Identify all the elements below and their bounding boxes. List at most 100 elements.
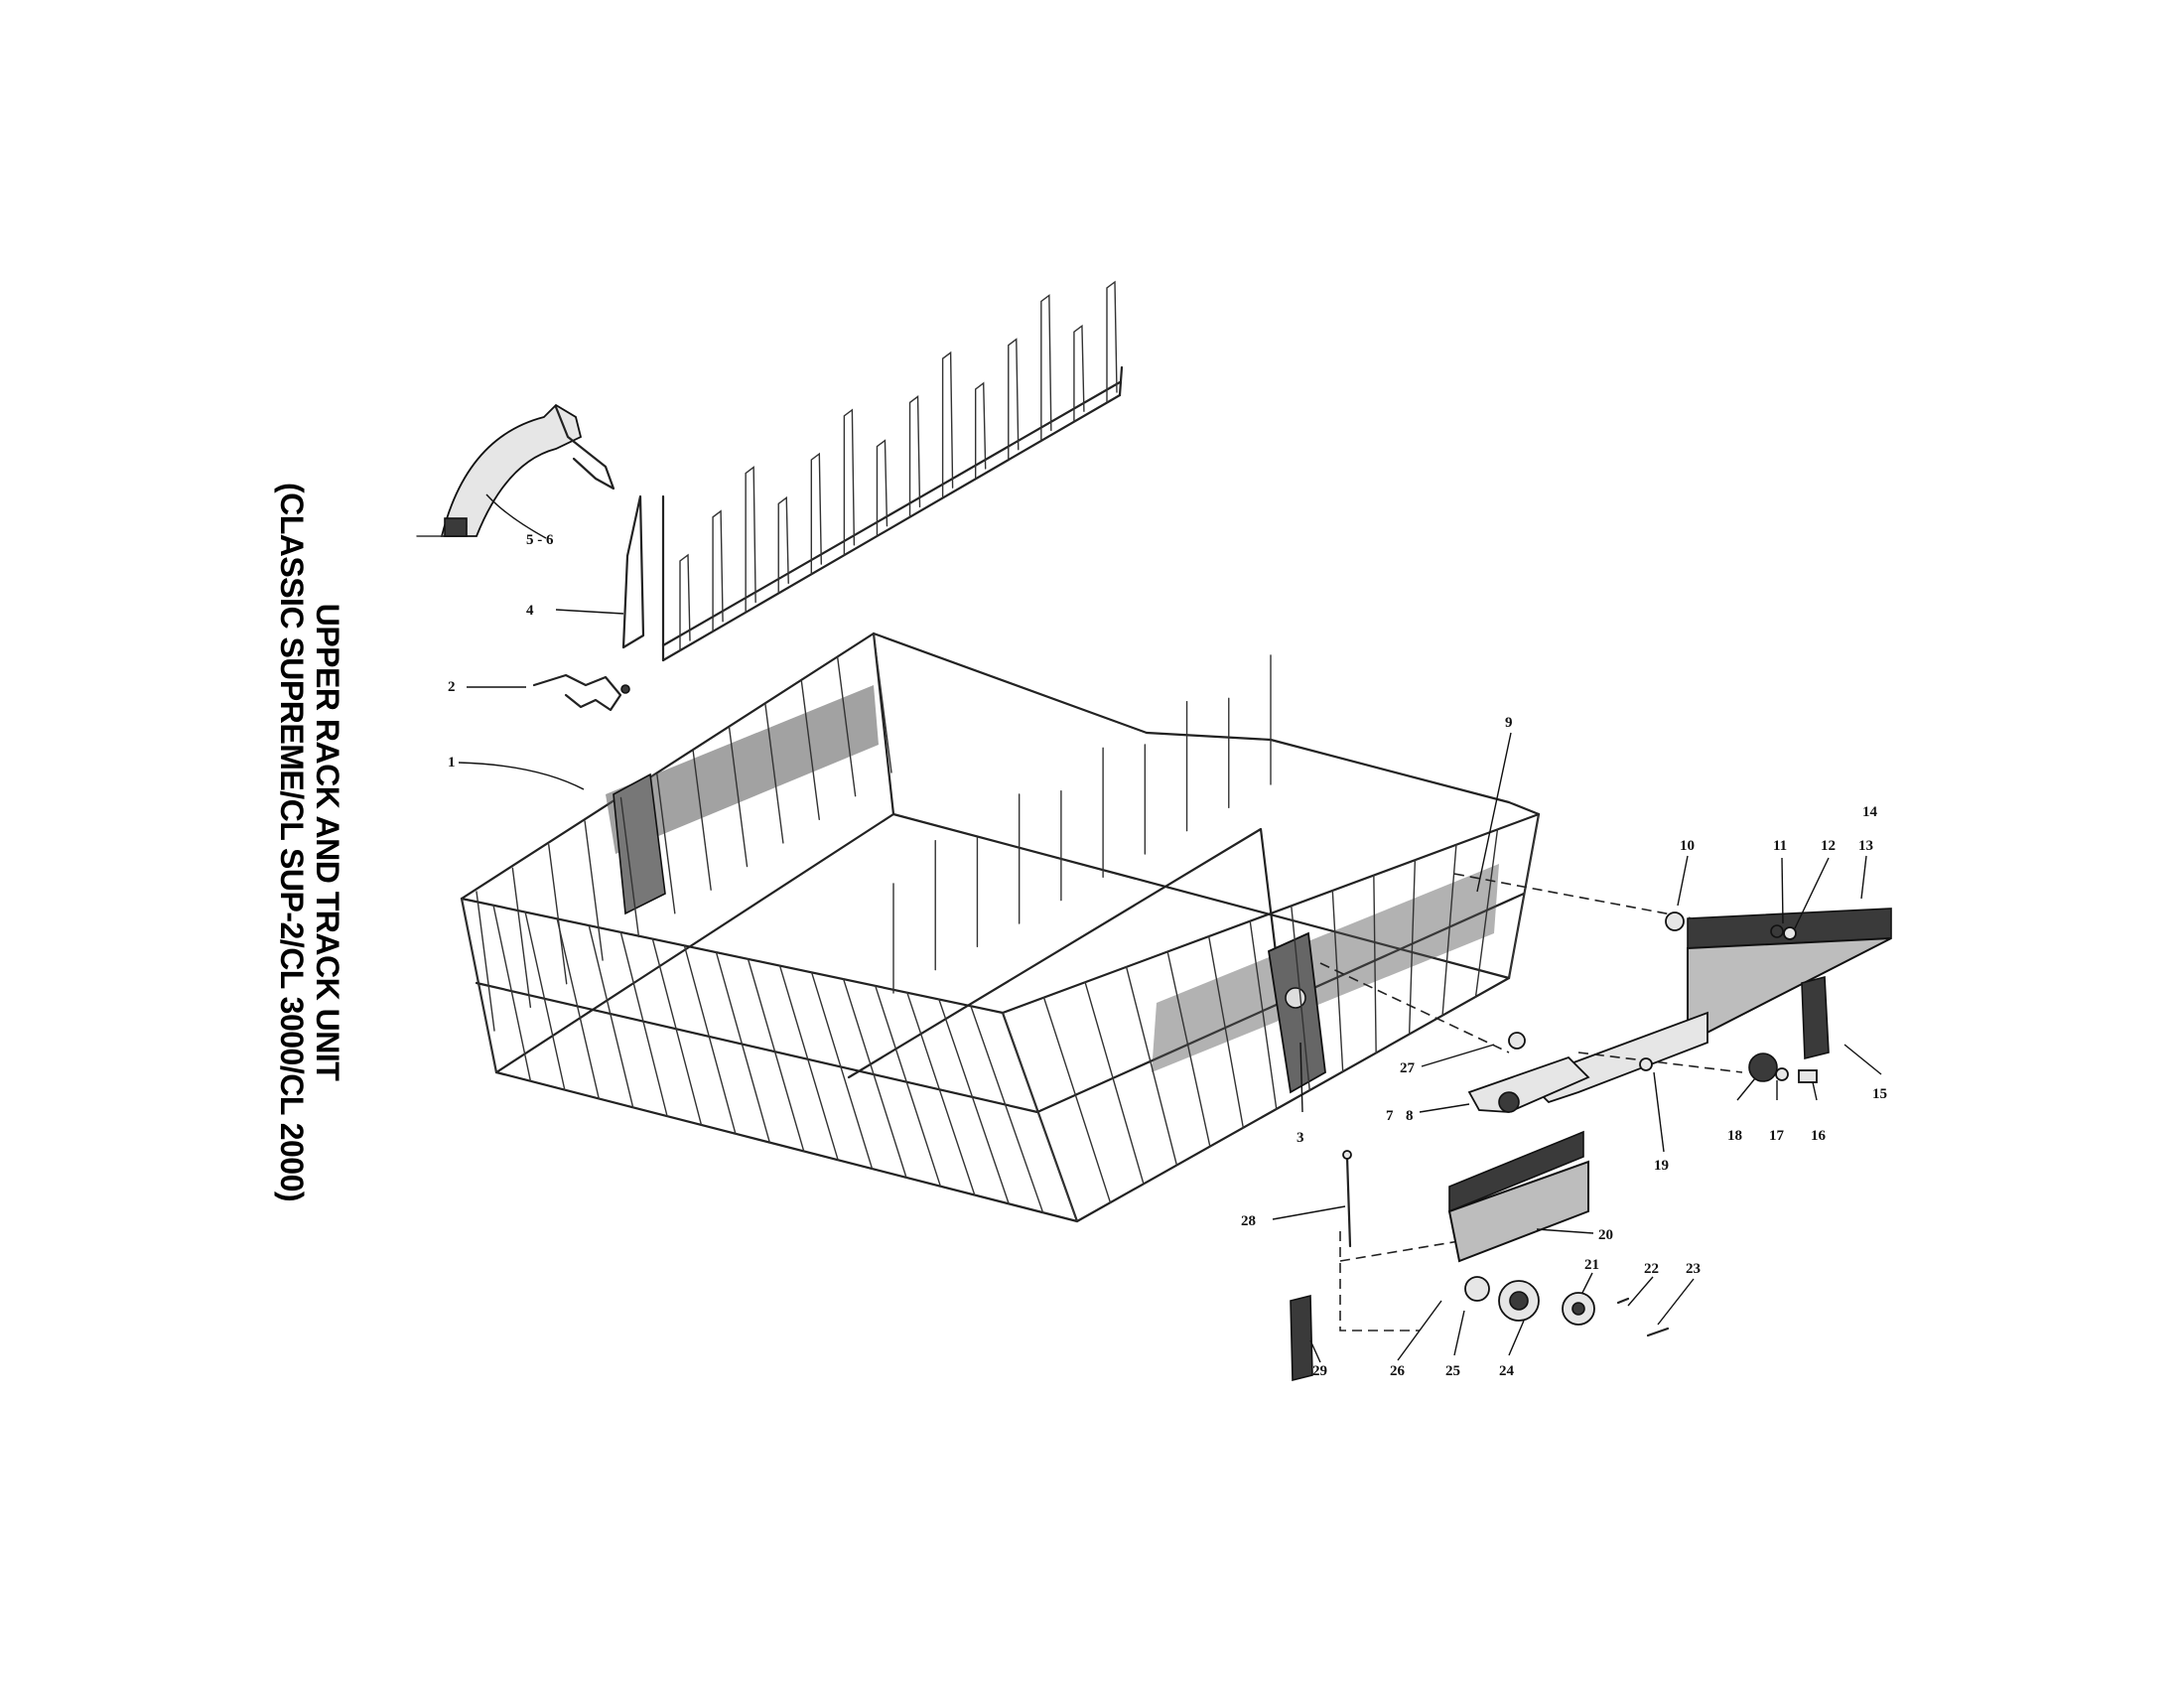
basket-back-wire — [692, 750, 712, 891]
part-shelf-end-wire — [621, 494, 645, 649]
shelf-tine — [876, 439, 888, 537]
basket-back-wire — [764, 703, 784, 844]
callout-14: 14 — [1862, 804, 1878, 820]
basket-front-wire — [810, 971, 874, 1170]
part-small-bracket — [532, 673, 630, 712]
shelf-tine — [1008, 338, 1020, 461]
basket-back-wire — [619, 796, 640, 938]
basket-back-wire — [836, 655, 857, 797]
part-tine-rack — [661, 280, 1124, 662]
basket-side-wire — [1249, 919, 1278, 1110]
callout-21: 21 — [1584, 1257, 1599, 1273]
basket-front-wire — [461, 898, 497, 1073]
part-wheel-assembly — [1464, 1276, 1670, 1337]
callout-24: 24 — [1499, 1363, 1515, 1379]
callout-16: 16 — [1811, 1128, 1827, 1144]
callout-9: 9 — [1505, 715, 1513, 731]
callout-23: 23 — [1686, 1261, 1701, 1277]
basket-front-wire — [778, 964, 839, 1161]
shelf-tine — [777, 495, 789, 595]
basket-front-wire — [715, 951, 770, 1144]
basket-side-wire — [1125, 966, 1178, 1167]
shelf-tine — [1040, 294, 1052, 442]
assembly-guide-lines — [1319, 873, 1743, 1332]
shelf-tine — [745, 466, 756, 614]
part-upper-rack-basket — [460, 632, 1541, 1223]
basket-back-wire — [476, 891, 495, 1032]
basket-front-wire — [747, 958, 805, 1153]
part-track-stop-bracket — [1801, 975, 1830, 1060]
basket-side-wire — [1207, 935, 1245, 1129]
basket-front-wire — [588, 924, 634, 1108]
basket-front-wire — [524, 911, 566, 1091]
callout-17: 17 — [1769, 1128, 1785, 1144]
part-rack-clip — [416, 403, 615, 537]
part-lower-track — [1447, 1130, 1589, 1263]
part-hardware-group — [1498, 912, 1818, 1113]
basket-back-wire — [800, 679, 820, 820]
callout-19: 19 — [1654, 1158, 1669, 1174]
callout-22: 22 — [1644, 1261, 1659, 1277]
shelf-tine — [679, 553, 691, 651]
shelf-tine — [843, 408, 856, 556]
callout-5-6: 5 - 6 — [526, 532, 554, 548]
basket-front-wire — [492, 905, 532, 1082]
shelf-tine — [712, 509, 724, 632]
basket-back-wire — [584, 820, 604, 961]
shelf-tine — [1106, 280, 1118, 403]
shelf-tine — [908, 395, 921, 518]
callout-4: 4 — [526, 603, 534, 619]
basket-front-wire — [843, 978, 907, 1179]
basket-back-wire — [873, 632, 892, 773]
callout-2: 2 — [448, 679, 456, 695]
callout-25: 25 — [1445, 1363, 1460, 1379]
callout-28: 28 — [1241, 1213, 1256, 1229]
callout-8: 8 — [1406, 1108, 1414, 1124]
basket-front-wire — [906, 992, 976, 1196]
callout-20: 20 — [1598, 1227, 1613, 1243]
basket-front-wire — [875, 985, 942, 1188]
basket-side-wire — [1166, 950, 1211, 1148]
basket-side-wire — [1084, 981, 1145, 1186]
shelf-tine — [941, 351, 954, 498]
shelf-tine — [1073, 324, 1085, 422]
callout-27: 27 — [1400, 1060, 1416, 1076]
basket-side-wire — [1441, 844, 1457, 1017]
basket-back-wire — [656, 773, 676, 914]
part-end-cap — [1290, 1294, 1313, 1382]
callout-3: 3 — [1297, 1130, 1304, 1146]
basket-front-wire — [651, 937, 703, 1126]
shelf-tine — [974, 381, 987, 480]
basket-front-wire — [683, 944, 737, 1135]
callout-26: 26 — [1390, 1363, 1406, 1379]
callout-11: 11 — [1773, 838, 1787, 854]
basket-side-wire — [1291, 905, 1310, 1091]
shelf-tine — [810, 452, 823, 575]
basket-back-wire — [548, 844, 568, 985]
basket-front-wire — [970, 1005, 1044, 1213]
callout-29: 29 — [1312, 1363, 1327, 1379]
callout-10: 10 — [1680, 838, 1695, 854]
leader-lines — [458, 493, 1882, 1363]
basket-side-wire — [1042, 996, 1112, 1203]
callout-1: 1 — [448, 755, 456, 771]
basket-side-wire — [1331, 890, 1344, 1072]
basket-side-wire — [1002, 1012, 1078, 1222]
callout-12: 12 — [1821, 838, 1836, 854]
basket-front-wire — [619, 931, 668, 1117]
basket-side-wire — [1508, 813, 1540, 979]
callout-18: 18 — [1727, 1128, 1742, 1144]
callout-13: 13 — [1858, 838, 1873, 854]
basket-side-wire — [1373, 874, 1377, 1054]
callout-7: 7 — [1386, 1108, 1394, 1124]
basket-back-wire — [728, 726, 749, 868]
basket-back-wire — [511, 867, 532, 1009]
callout-15: 15 — [1872, 1086, 1887, 1102]
part-pin — [1342, 1150, 1352, 1248]
basket-front-wire — [556, 917, 600, 1100]
basket-side-wire — [1474, 828, 1499, 998]
callout-labels: 1 2 3 4 5 - 6 7 8 9 10 11 12 13 14 15 16… — [448, 532, 1887, 1379]
basket-front-wire — [938, 998, 1010, 1205]
